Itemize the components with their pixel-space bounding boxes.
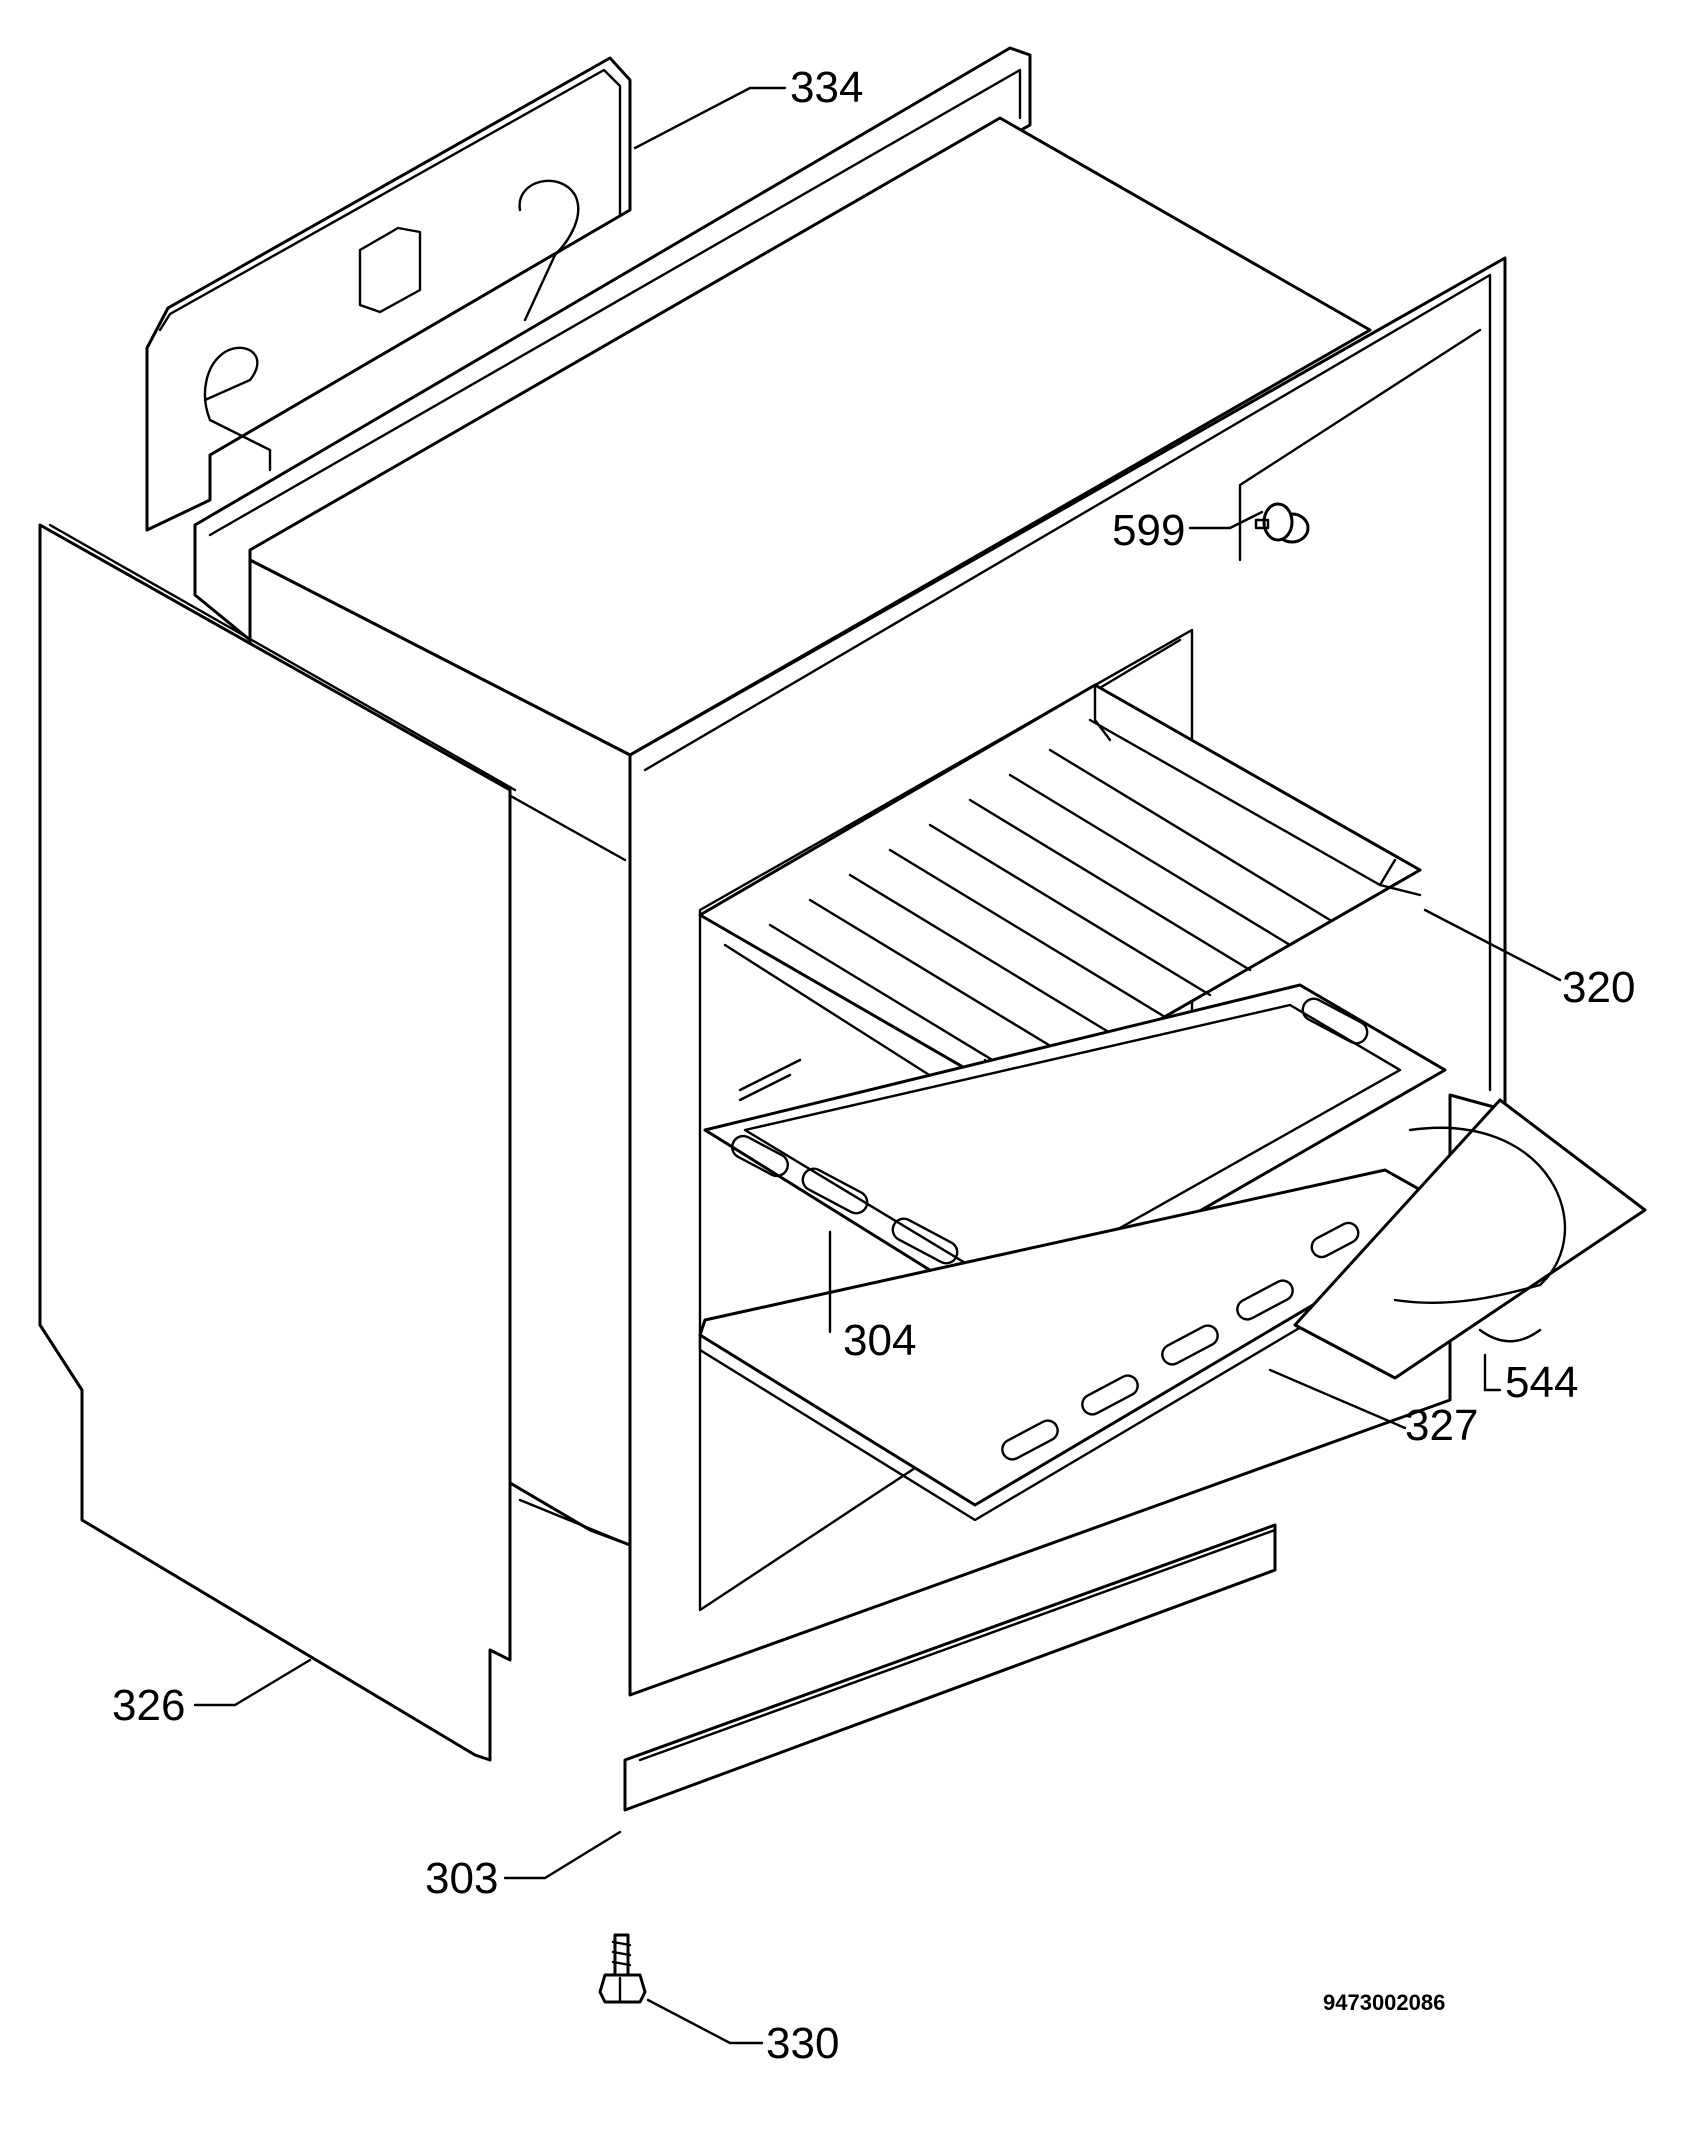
leader-544: [1483, 1353, 1502, 1392]
leader-303: [503, 1830, 622, 1880]
leader-334: [633, 86, 787, 150]
leader-326: [193, 1658, 312, 1707]
baking-tray-part: [703, 983, 1447, 1322]
callout-334: 334: [790, 63, 863, 112]
callout-labels: 334 599 320 304 544 327 326 303 330 9473…: [112, 63, 1635, 2068]
callout-320: 320: [1562, 963, 1635, 1012]
screw-part: [598, 1933, 647, 2004]
fixing-button-part: [1254, 502, 1310, 544]
callout-330: 330: [766, 2019, 839, 2068]
callout-327: 327: [1405, 1401, 1478, 1450]
heat-diffuser-part: [1293, 1098, 1647, 1380]
side-panel-part: [38, 523, 517, 1762]
leader-320: [1423, 908, 1562, 982]
callout-303: 303: [425, 1854, 498, 1903]
rear-panel-part: [145, 56, 632, 532]
leader-lines: [193, 86, 1562, 2045]
callout-599: 599: [1112, 506, 1185, 555]
leader-327: [1268, 1368, 1407, 1430]
bottom-strip-part: [623, 1523, 1277, 1812]
leader-599: [1188, 510, 1264, 530]
oven-shelf-part: [698, 683, 1422, 1137]
callout-304: 304: [843, 1316, 916, 1365]
callout-326: 326: [112, 1681, 185, 1730]
callout-544: 544: [1505, 1358, 1578, 1407]
leader-330: [646, 1998, 764, 2045]
document-number: 9473002086: [1323, 1990, 1445, 2015]
